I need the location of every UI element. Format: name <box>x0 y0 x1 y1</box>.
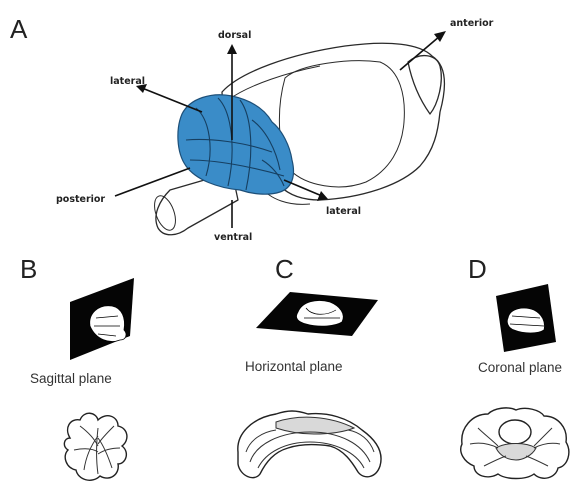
panel-b-letter: B <box>20 254 37 284</box>
axis-label-ventral: ventral <box>214 232 252 243</box>
axis-label-anterior: anterior <box>450 18 494 29</box>
horizontal-plane-label: Horizontal plane <box>245 359 343 374</box>
sagittal-plane-illustration <box>70 278 134 360</box>
coronal-slice <box>461 408 569 479</box>
horizontal-plane-illustration <box>256 292 378 336</box>
axis-label-dorsal: dorsal <box>218 30 251 41</box>
brain-3d-illustration: dorsal anterior lateral posterior ventra… <box>56 18 494 243</box>
axis-label-lateral-top: lateral <box>110 76 145 87</box>
panel-a-letter: A <box>10 14 28 44</box>
coronal-plane-illustration <box>496 284 556 352</box>
sagittal-slice <box>64 413 127 480</box>
sagittal-plane-label: Sagittal plane <box>30 371 112 386</box>
horizontal-slice <box>238 411 381 478</box>
axis-label-posterior: posterior <box>56 194 105 205</box>
panel-c-letter: C <box>275 254 294 284</box>
coronal-plane-label: Coronal plane <box>478 360 562 375</box>
panel-d-letter: D <box>468 254 487 284</box>
axis-label-lateral-bottom: lateral <box>326 206 361 217</box>
